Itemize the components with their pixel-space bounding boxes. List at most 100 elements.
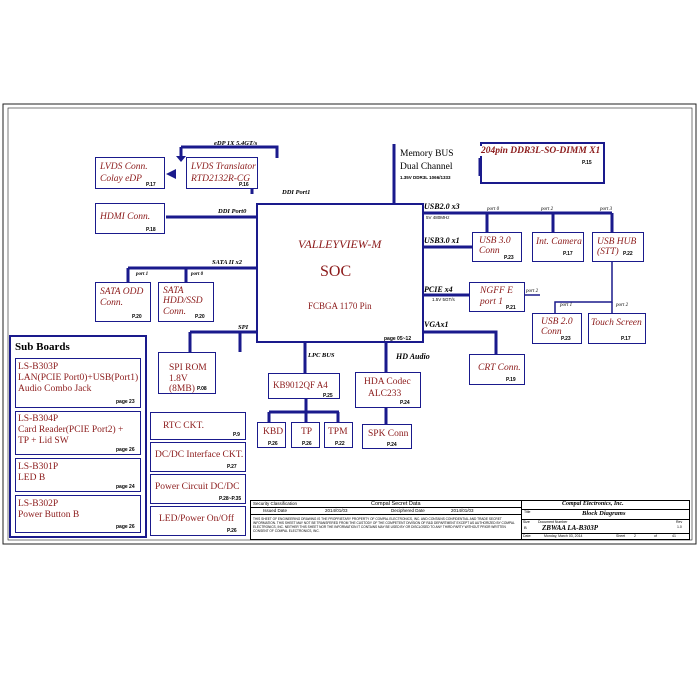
rtc-page: P.9: [233, 432, 240, 438]
sata-odd-subtitle: Conn.: [100, 298, 123, 308]
sub-board-title: LS-B301P: [18, 462, 59, 472]
title-value: Block Diagrams: [582, 510, 626, 517]
usb20-bus-label: USB2.0 x3: [424, 202, 460, 211]
spi-label: SPI: [238, 324, 249, 331]
docnum-label: Document Number: [538, 520, 568, 524]
hub-port2-label: port 2: [616, 303, 629, 308]
lvds-translator-block[interactable]: LVDS Translator RTD2132R-CG P.16: [186, 157, 258, 189]
spirom-page: P.08: [197, 386, 207, 392]
rev-value: 1.0: [677, 525, 682, 529]
usb-port2-label: port 2: [541, 207, 554, 212]
security-label: Security Classification: [253, 501, 298, 506]
kbd-page: P.26: [268, 441, 278, 447]
usbhub-block[interactable]: USB HUB (STT) P.22: [592, 232, 644, 262]
dimm-page: P.15: [582, 160, 592, 166]
kbd-block[interactable]: KBD P.26: [257, 422, 286, 448]
memory-voltage: 1.35V DDR3L 1066/1333: [400, 175, 451, 180]
usb20-title: USB 2.0: [541, 317, 573, 327]
camera-title: Int. Camera: [536, 237, 582, 247]
hdmi-block[interactable]: HDMI Conn. P.18: [95, 203, 165, 234]
usb-port3-label: port 3: [600, 207, 613, 212]
sata-hdd-subtitle: HDD/SSD: [163, 296, 203, 306]
sata-hdd-block[interactable]: SATA HDD/SSD Conn. P.20: [158, 282, 214, 322]
usb20-subtitle: Conn: [541, 327, 562, 337]
size-label: Size: [523, 520, 530, 524]
usb30-page: P.23: [504, 255, 514, 261]
usb20-block[interactable]: USB 2.0 Conn P.23: [532, 313, 582, 344]
deciphered-label: Deciphered Date: [391, 508, 425, 513]
hdmi-page: P.18: [146, 227, 156, 233]
kbc-page: P.25: [323, 393, 333, 399]
of-label: of: [654, 534, 657, 538]
pcie-bus-label: PCIE x4: [424, 285, 453, 294]
date-label: Date:: [523, 534, 532, 538]
ngff-block[interactable]: NGFF E port 1 P.21: [469, 282, 525, 312]
kbc-title: KB9012QF A4: [273, 380, 328, 390]
sata-odd-block[interactable]: SATA ODD Conn. P.20: [95, 282, 151, 322]
lvds-conn-block[interactable]: LVDS Conn. Colay eDP P.17: [95, 157, 165, 189]
sub-board-ls-b304p[interactable]: LS-B304P Card Reader(PCIE Port2) + TP + …: [15, 411, 141, 455]
spk-title: SPK Conn: [368, 429, 409, 439]
sub-board-ls-b303p[interactable]: LS-B303P LAN(PCIE Port0)+USB(Port1) Audi…: [15, 358, 141, 408]
sata-odd-title: SATA ODD: [100, 287, 144, 297]
rtc-title: RTC CKT.: [163, 421, 204, 431]
touch-page: P.17: [621, 336, 631, 342]
led-power-block[interactable]: LED/Power On/Off P.26: [150, 506, 246, 536]
spirom-subtitle: 1.8V (8MB): [169, 374, 195, 394]
security-row: Security Classification Compal Secret Da…: [251, 501, 521, 508]
ngff-title: NGFF E: [480, 286, 513, 296]
kbd-title: KBD: [263, 427, 284, 437]
camera-block[interactable]: Int. Camera P.17: [532, 232, 584, 262]
sub-board-title: LS-B302P: [18, 499, 59, 509]
tpm-page: P.22: [335, 441, 345, 447]
dcdc-interface-title: DC/DC Interface CKT.: [155, 450, 244, 460]
crt-block[interactable]: CRT Conn. P.19: [469, 354, 525, 385]
pcie-speed-label: 1.5V 5GT/s: [432, 297, 455, 302]
sub-board-title: LS-B304P: [18, 414, 59, 424]
usb30-bus-label: USB3.0 x1: [424, 236, 460, 245]
power-circuit-block[interactable]: Power Circuit DC/DC P.28~P.35: [150, 474, 246, 504]
memory-bus-label: Memory BUS Dual Channel 1.35V DDR3L 1066…: [400, 149, 454, 180]
lvds-translator-subtitle: RTD2132R-CG: [191, 174, 251, 184]
spirom-block[interactable]: SPI ROM 1.8V (8MB) P.08: [158, 352, 216, 394]
kbc-block[interactable]: KB9012QF A4 P.25: [268, 373, 340, 399]
rtc-block[interactable]: RTC CKT. P.9: [150, 412, 246, 440]
ngff-page: P.21: [506, 305, 516, 311]
sub-board-desc: LAN(PCIE Port0)+USB(Port1): [18, 373, 139, 383]
sub-boards-title: Sub Boards: [15, 341, 70, 353]
sub-board-ls-b301p[interactable]: LS-B301P LED B page 24: [15, 458, 141, 492]
crt-title: CRT Conn.: [478, 363, 521, 373]
deciphered-value: 2014/01/03: [451, 508, 474, 513]
usb30-title: USB 3.0: [479, 236, 511, 246]
sub-board-ls-b302p[interactable]: LS-B302P Power Button B page 26: [15, 495, 141, 533]
power-circuit-title: Power Circuit DC/DC: [155, 482, 240, 492]
dimm-block[interactable]: 204pin DDR3L-SO-DIMM X1 P.15: [480, 142, 605, 184]
security-value: Compal Secret Data: [371, 501, 421, 507]
title-area: Compal Electronics, Inc. Title Block Dia…: [521, 501, 689, 539]
notice-text: THIS SHEET OF ENGINEERING DRAWING IS THE…: [253, 517, 515, 533]
ddi-port0-label: DDI Port0: [218, 208, 247, 215]
docnum-value: ZBWAA LA-B303P: [542, 524, 599, 532]
sheet-label: Sheet: [616, 534, 626, 538]
size-value: B: [524, 525, 527, 530]
soc-package: FCBGA 1170 Pin: [308, 301, 372, 311]
touch-title: Touch Screen: [591, 318, 642, 328]
usbhub-title: USB HUB: [597, 237, 637, 247]
issued-value: 2014/01/03: [325, 508, 348, 513]
spk-block[interactable]: SPK Conn P.24: [362, 424, 412, 449]
dcdc-interface-block[interactable]: DC/DC Interface CKT. P.27: [150, 442, 246, 472]
tp-block[interactable]: TP P.26: [291, 422, 320, 448]
touch-block[interactable]: Touch Screen P.17: [588, 313, 646, 344]
lpc-label: LPC BUS: [308, 352, 335, 359]
sub-board-desc: LED B: [18, 473, 46, 483]
usb30-subtitle: Conn: [479, 246, 500, 256]
soc-block[interactable]: VALLEYVIEW-M SOC FCBGA 1170 Pin page 05~…: [256, 203, 424, 343]
sub-board-desc2: Audio Combo Jack: [18, 384, 92, 394]
sub-board-desc: Card Reader(PCIE Port2) +: [18, 425, 124, 435]
tpm-block[interactable]: TPM P.22: [324, 422, 353, 448]
pcie-port2-label: port 2: [526, 289, 539, 294]
lvds-translator-title: LVDS Translator: [191, 162, 256, 172]
hda-block[interactable]: HDA Codec ALC233 P.24: [355, 372, 421, 408]
usb30-block[interactable]: USB 3.0 Conn P.23: [472, 232, 522, 262]
